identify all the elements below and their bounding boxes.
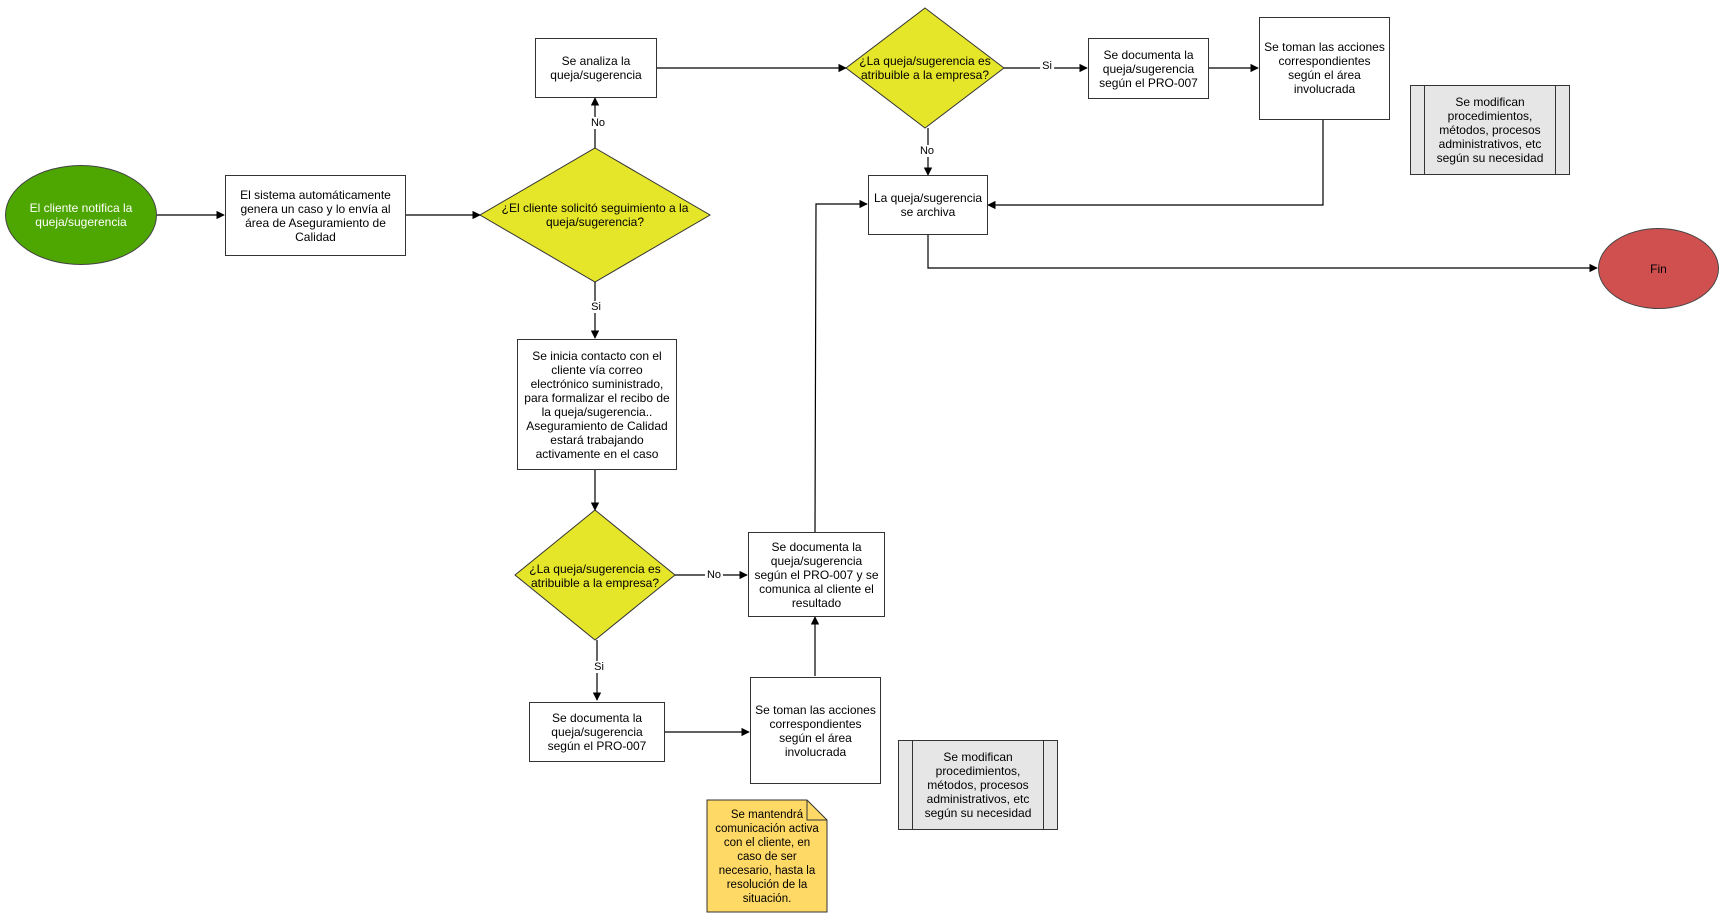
contact-node: Se inicia contacto con el cliente vía co…: [517, 339, 677, 470]
modify-top-node: Se modifican procedimientos, métodos, pr…: [1410, 85, 1570, 175]
edge-archive-to-end: [927, 235, 1598, 273]
end-node: Fin: [1598, 228, 1719, 309]
start-node: El cliente notifica la queja/sugerencia: [5, 165, 157, 265]
edge-label-si-top: Si: [1040, 60, 1054, 72]
decision-attributable-bottom-shape: [514, 509, 676, 641]
decision-attributable-bottom-label: ¿La queja/sugerencia es atribuible a la …: [529, 562, 661, 590]
decision-attributable-top-label: ¿La queja/sugerencia es atribuible a la …: [859, 54, 991, 82]
edge-actions-to-archive: [987, 120, 1324, 210]
edge-label-si-contact: Si: [589, 301, 603, 313]
edge-label-no-doc-comm: No: [704, 569, 724, 581]
decision-attributable-top-shape: [845, 7, 1005, 129]
doc-bottom-node: Se documenta la queja/sugerencia según e…: [529, 702, 665, 762]
actions-bottom-node: Se toman las acciones correspondientes s…: [750, 677, 881, 784]
actions-top-node: Se toman las acciones correspondientes s…: [1259, 17, 1390, 120]
edge-label-si-doc-bottom: Si: [592, 661, 606, 673]
edge-label-no-archive: No: [917, 145, 937, 157]
note-shape: [706, 799, 828, 913]
edge-label-no-analyze: No: [588, 117, 608, 129]
archive-node: La queja/sugerencia se archiva: [868, 175, 988, 235]
analyze-node: Se analiza la queja/sugerencia: [535, 38, 657, 98]
edge-doccomm-to-archive: [814, 199, 868, 533]
note-text: Se mantendrá comunicación activa con el …: [715, 809, 819, 905]
note-fold: [806, 800, 827, 821]
doc-communicate-node: Se documenta la queja/sugerencia según e…: [748, 532, 885, 617]
doc-top-node: Se documenta la queja/sugerencia según e…: [1088, 38, 1209, 99]
decision-followup-label: ¿El cliente solicitó seguimiento a la qu…: [501, 201, 689, 229]
modify-bottom-node: Se modifican procedimientos, métodos, pr…: [898, 740, 1058, 830]
system-case-node: El sistema automáticamente genera un cas…: [225, 175, 406, 256]
